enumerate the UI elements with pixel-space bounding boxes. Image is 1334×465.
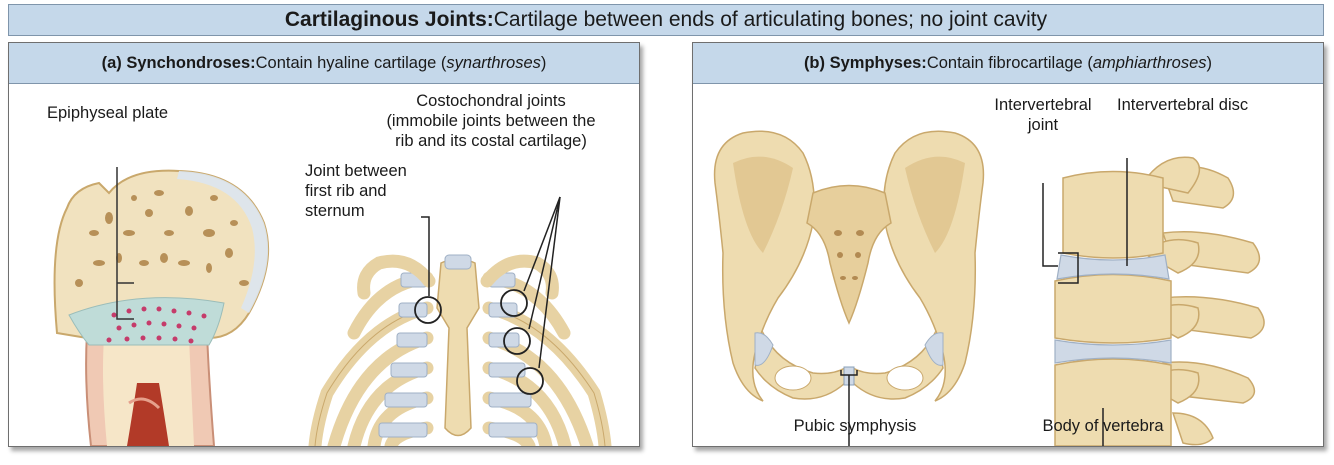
title-bold: Cartilaginous Joints: xyxy=(285,8,494,32)
body-of-vertebra-label: Body of vertebra xyxy=(1019,416,1187,436)
panel-b-head-text: Contain fibrocartilage ( xyxy=(927,54,1093,73)
rib-cage-illustration xyxy=(315,197,605,446)
epiphyseal-plate-label: Epiphyseal plate xyxy=(47,103,168,123)
first-rib-label-line1: Joint between xyxy=(305,161,407,181)
panel-b-head-italic: amphiarthroses xyxy=(1093,54,1207,73)
page-title: Cartilaginous Joints: Cartilage between … xyxy=(8,4,1324,36)
costochondral-label-line3: rib and its costal cartilage) xyxy=(367,131,615,151)
long-bone-illustration xyxy=(55,167,269,446)
intervertebral-joint-label: Intervertebral joint xyxy=(979,95,1107,135)
intervertebral-joint-line1: Intervertebral xyxy=(979,95,1107,115)
panel-a-head-text: Contain hyaline cartilage ( xyxy=(256,54,447,73)
panel-a-head-close: ) xyxy=(541,54,547,73)
title-text: Cartilage between ends of articulating b… xyxy=(494,8,1047,32)
symphyses-illustration xyxy=(693,83,1324,446)
first-rib-label-line3: sternum xyxy=(305,201,407,221)
panel-a-header: (a) Synchondroses: Contain hyaline carti… xyxy=(9,43,639,84)
pubic-symphysis-label: Pubic symphysis xyxy=(777,416,933,436)
first-rib-label-line2: first rib and xyxy=(305,181,407,201)
costochondral-label-line2: (immobile joints between the xyxy=(367,111,615,131)
first-rib-joint-label: Joint between first rib and sternum xyxy=(305,161,407,221)
intervertebral-joint-line2: joint xyxy=(979,115,1107,135)
panel-a-head-bold: (a) Synchondroses: xyxy=(102,54,256,73)
costochondral-label-line1: Costochondral joints xyxy=(367,91,615,111)
pelvis-illustration xyxy=(715,131,984,446)
panel-b-head-close: ) xyxy=(1207,54,1213,73)
costochondral-label: Costochondral joints (immobile joints be… xyxy=(367,91,615,151)
intervertebral-disc-label: Intervertebral disc xyxy=(1117,95,1248,115)
panel-a-head-italic: synarthroses xyxy=(446,54,540,73)
panel-symphyses: (b) Symphyses: Contain fibrocartilage (a… xyxy=(692,42,1324,447)
vertebral-column-illustration xyxy=(1043,157,1264,446)
panel-synchondroses: (a) Synchondroses: Contain hyaline carti… xyxy=(8,42,640,447)
panel-b-head-bold: (b) Symphyses: xyxy=(804,54,927,73)
panel-b-header: (b) Symphyses: Contain fibrocartilage (a… xyxy=(693,43,1323,84)
